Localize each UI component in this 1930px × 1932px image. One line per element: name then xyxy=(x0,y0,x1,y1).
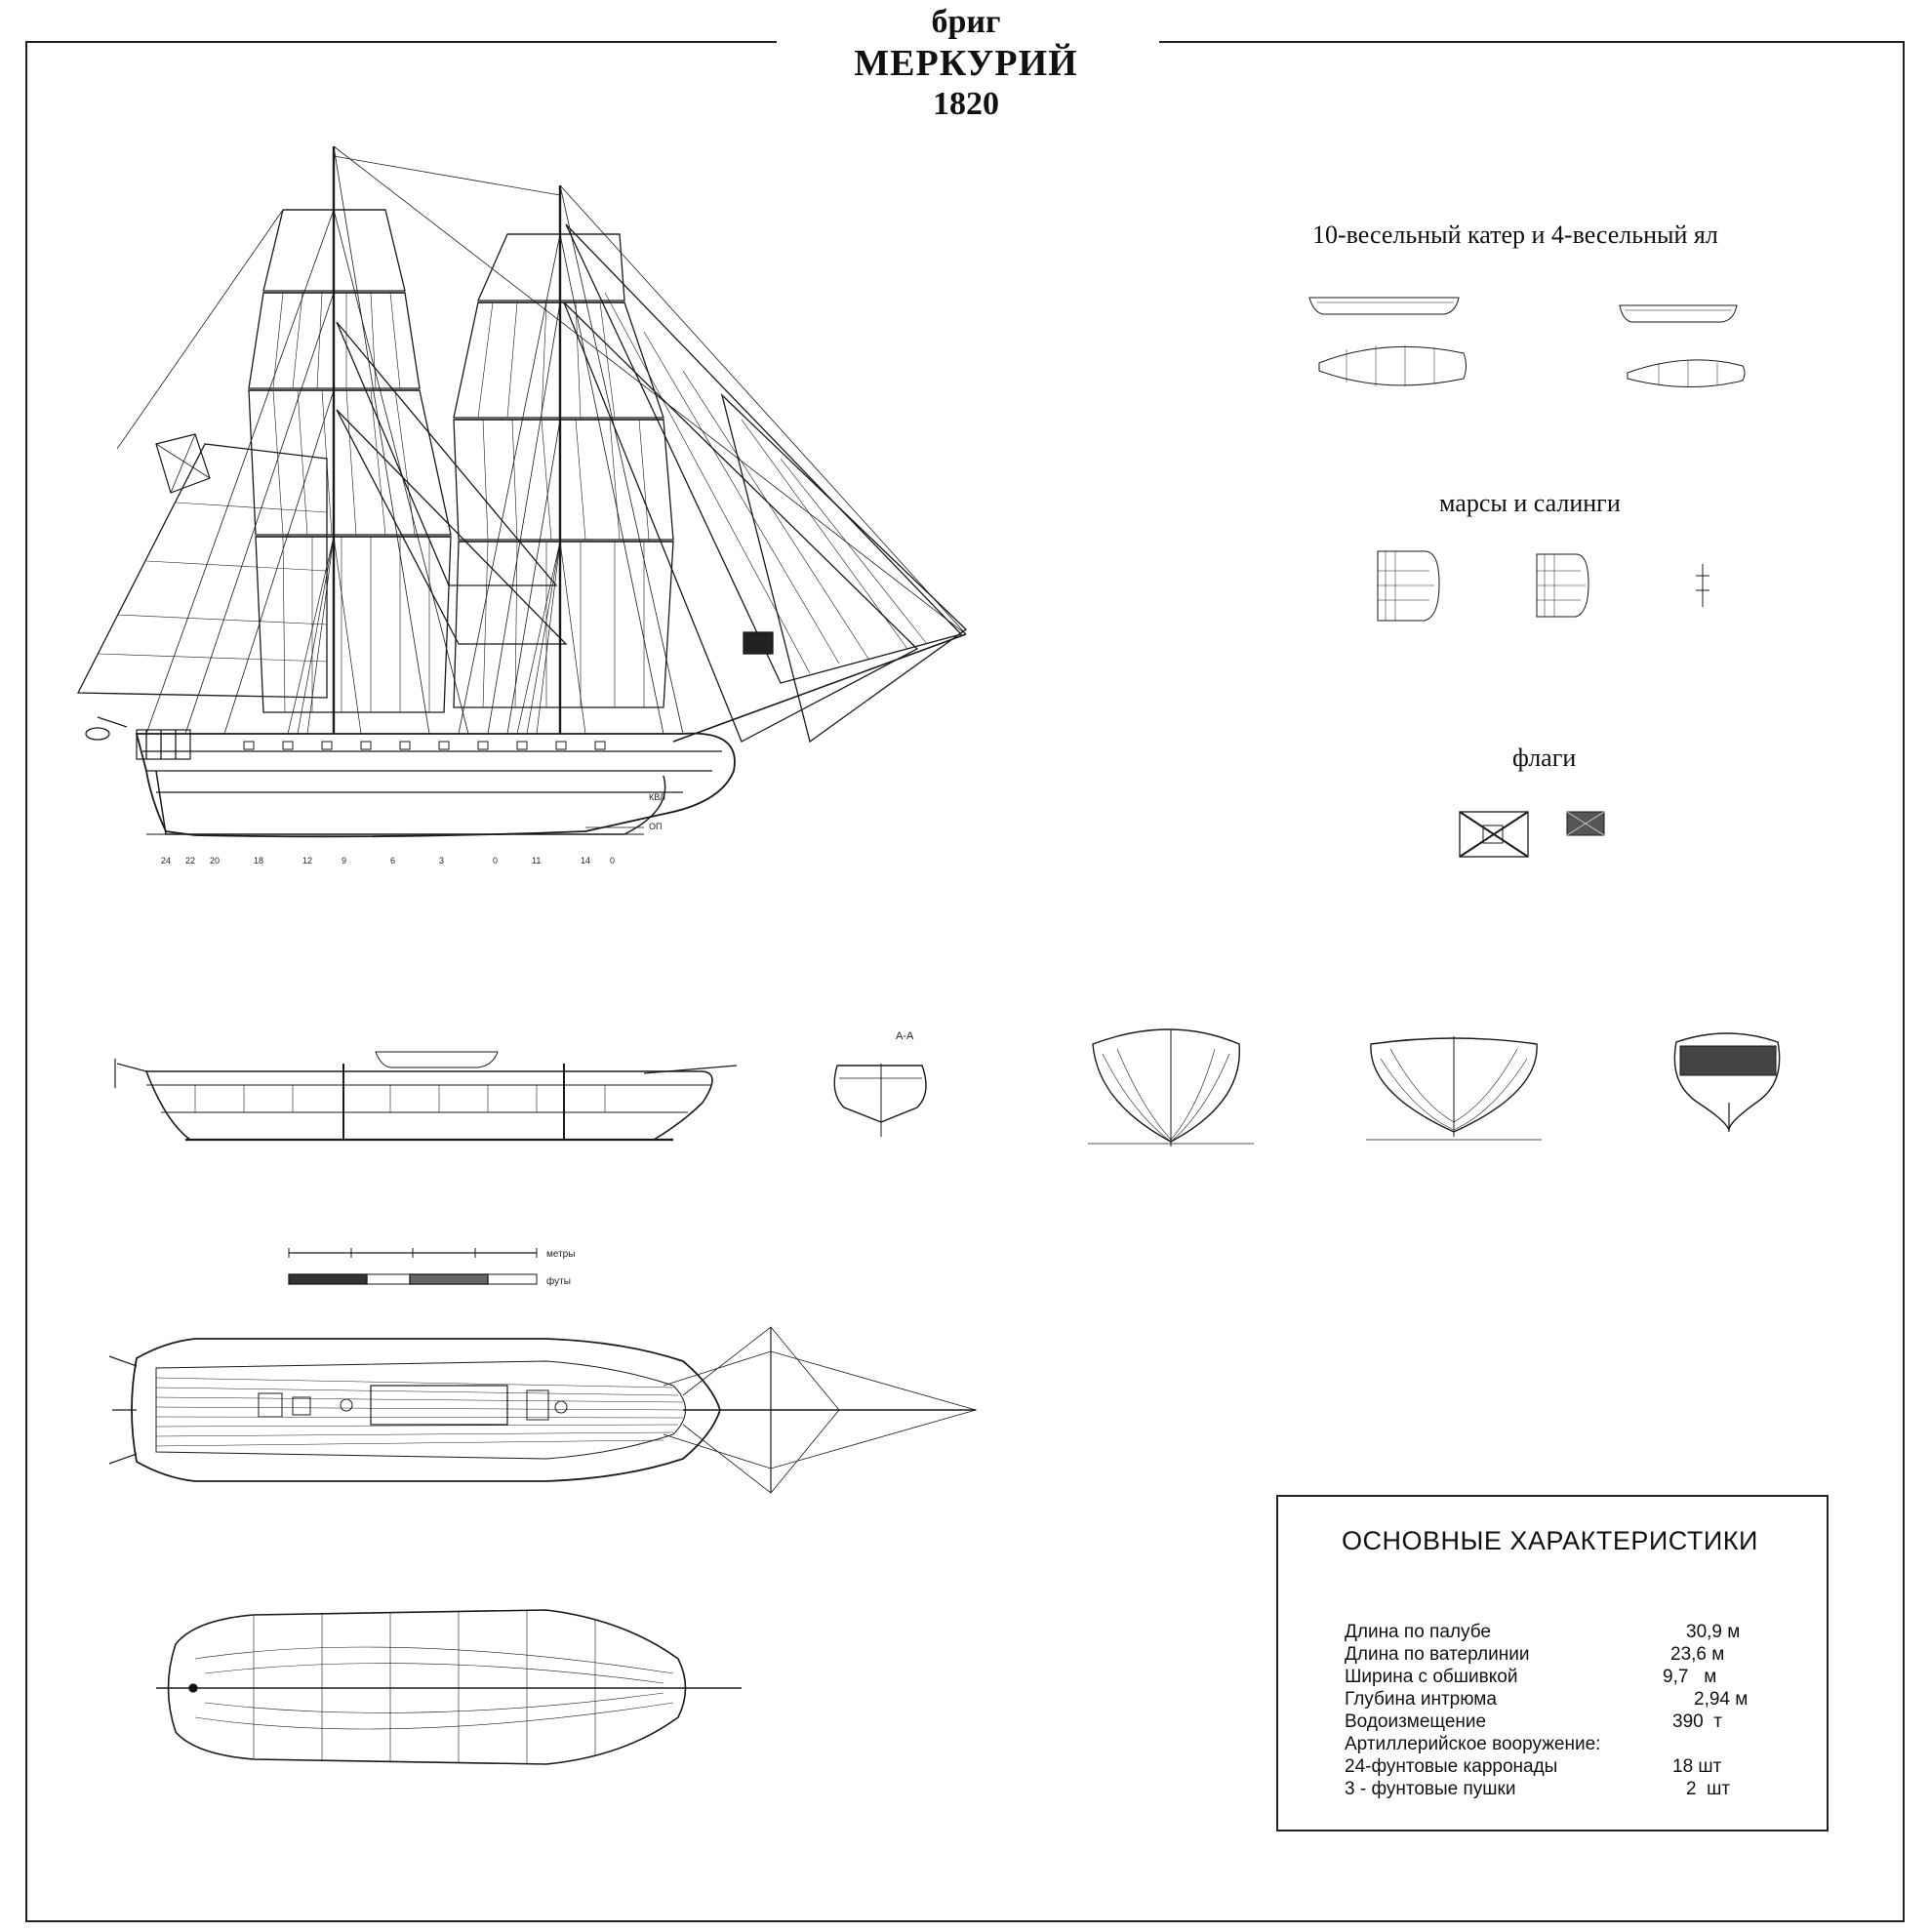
frame-num-6: 6 xyxy=(390,856,395,865)
frame-num-22: 22 xyxy=(185,856,195,865)
frame-num-0b: 0 xyxy=(610,856,615,865)
frame-num-0a: 0 xyxy=(493,856,498,865)
spec-value-deck-length: 30,9 м xyxy=(1686,1622,1741,1642)
spec-value-waterline-length: 23,6 м xyxy=(1670,1644,1725,1665)
section-a-a-label: А-А xyxy=(896,1030,914,1042)
spec-value-displacement: 390 т xyxy=(1672,1711,1722,1732)
frame-num-11: 11 xyxy=(532,856,541,865)
spec-label-guns: 3 - фунтовые пушки xyxy=(1345,1779,1516,1799)
scale-units-meters: метры xyxy=(546,1249,575,1260)
spec-label-armament: Артиллерийское вооружение: xyxy=(1345,1734,1601,1754)
body-plan-fore xyxy=(1088,1028,1254,1147)
ship-year: 1820 xyxy=(933,86,999,122)
frame-num-24: 24 xyxy=(161,856,171,865)
ship-name: МЕРКУРИЙ xyxy=(854,43,1078,84)
spec-label-beam: Ширина с обшивкой xyxy=(1345,1667,1518,1687)
frame-num-12: 12 xyxy=(302,856,312,865)
frame-num-14: 14 xyxy=(581,856,590,865)
sail-plan: 24 22 20 18 12 9 6 3 0 11 14 0 КВЛ ОП xyxy=(76,145,968,865)
spec-value-beam: 9,7 м xyxy=(1663,1667,1717,1687)
lines-plan xyxy=(156,1609,742,1765)
spec-label-waterline-length: Длина по ватерлинии xyxy=(1345,1644,1530,1665)
frame-num-3: 3 xyxy=(439,856,444,865)
section-a-a: А-А xyxy=(833,1030,927,1137)
tops-drawing xyxy=(1377,550,1709,622)
boats-drawing xyxy=(1308,297,1746,388)
boats-caption: 10-весельный катер и 4-весельный ял xyxy=(1312,221,1718,249)
spec-value-guns: 2 шт xyxy=(1686,1779,1731,1799)
spec-value-hold-depth: 2,94 м xyxy=(1694,1689,1749,1710)
flags-drawing xyxy=(1459,811,1605,858)
longitudinal-section xyxy=(114,1051,738,1142)
spec-value-carronades: 18 шт xyxy=(1672,1756,1722,1777)
frame-num-18: 18 xyxy=(254,856,263,865)
spec-label-carronades: 24-фунтовые карронады xyxy=(1345,1756,1558,1777)
title-block: бриг МЕРКУРИЙ 1820 xyxy=(771,2,1161,125)
ship-type: бриг xyxy=(931,4,1001,40)
specs-panel: ОСНОВНЫЕ ХАРАКТЕРИСТИКИ Длина по палубе … xyxy=(1276,1495,1829,1831)
deck-plan xyxy=(108,1326,978,1494)
frame-num-9: 9 xyxy=(342,856,346,865)
flags-caption: флаги xyxy=(1512,744,1577,772)
frame-left xyxy=(25,41,27,1922)
frame-top-left xyxy=(25,41,777,43)
stern-view xyxy=(1673,1032,1781,1132)
frame-bottom xyxy=(25,1920,1905,1922)
spec-label-hold-depth: Глубина интрюма xyxy=(1345,1689,1497,1710)
body-plan-aft xyxy=(1366,1036,1542,1141)
scale-bar: метры футы xyxy=(288,1248,575,1287)
op-label: ОП xyxy=(649,822,662,831)
spec-label-displacement: Водоизмещение xyxy=(1345,1711,1487,1732)
scale-units-feet: футы xyxy=(546,1275,571,1287)
kvl-label: КВЛ xyxy=(649,792,665,802)
frame-right xyxy=(1903,41,1905,1922)
specs-title: ОСНОВНЫЕ ХАРАКТЕРИСТИКИ xyxy=(1342,1526,1758,1555)
frame-num-20: 20 xyxy=(210,856,220,865)
frame-top-right xyxy=(1159,41,1905,43)
tops-caption: марсы и салинги xyxy=(1439,489,1621,517)
spec-label-deck-length: Длина по палубе xyxy=(1345,1622,1491,1642)
